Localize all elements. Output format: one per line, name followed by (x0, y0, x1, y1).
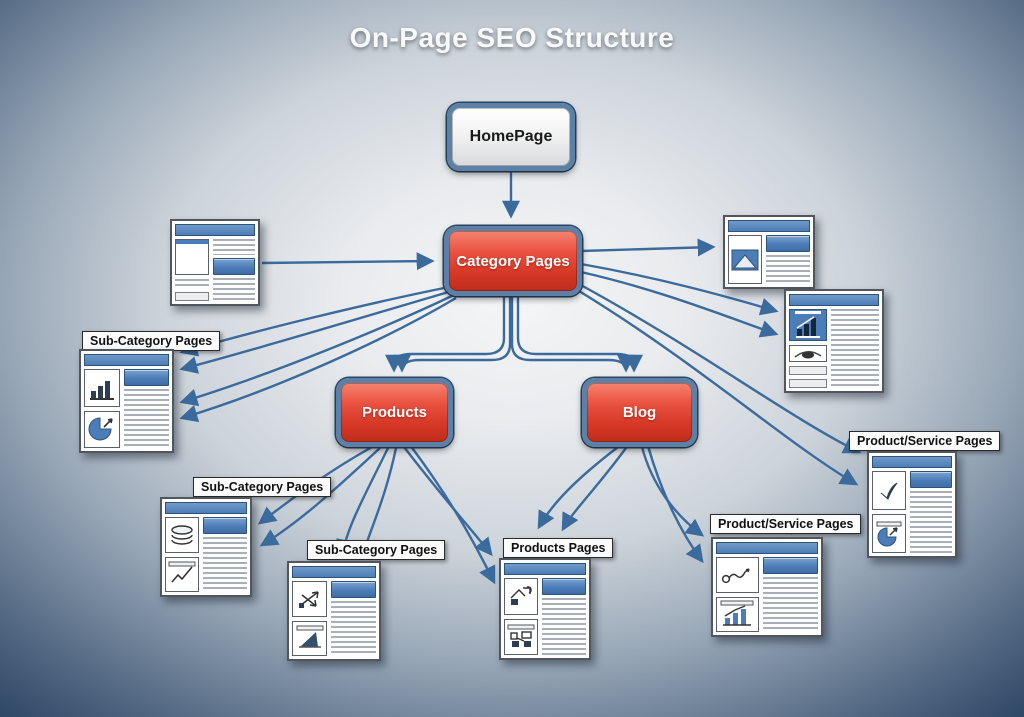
node-products-label: Products (361, 404, 427, 421)
node-products: Products (336, 378, 453, 447)
page-header-bar (872, 456, 952, 468)
page-button (542, 578, 586, 595)
node-homepage-label: HomePage (469, 128, 553, 145)
bar-chart-icon (84, 369, 120, 407)
pie-chart-icon (84, 410, 120, 448)
bar-chart-icon (789, 309, 827, 341)
node-category-pages-label: Category Pages (456, 252, 570, 270)
page-header-bar (165, 502, 247, 514)
page-button (331, 581, 376, 598)
layers-icon (165, 517, 200, 553)
envelope-icon (728, 235, 763, 284)
pie-chart-icon (872, 514, 906, 553)
page-header-bar (504, 563, 586, 575)
bar-chart-icon (716, 596, 759, 632)
page-button (766, 235, 810, 252)
label-product-service-middle: Product/Service Pages (710, 514, 862, 534)
label-sub-category-left: Sub-Category Pages (82, 331, 221, 351)
robot-icon (504, 618, 539, 655)
node-category-pages: Category Pages (444, 226, 582, 296)
page-header-bar (716, 542, 818, 554)
page-button (762, 557, 818, 574)
line-chart-icon (165, 556, 200, 592)
squiggle-chart-icon (716, 557, 759, 593)
node-blog-label: Blog (622, 404, 657, 421)
page-thumbnail-product-service-right (867, 451, 957, 558)
page-thumbnail-top-right (723, 215, 815, 289)
page-thumbnail-right-middle (784, 289, 884, 393)
page-thumbnail-product-service-middle (711, 537, 823, 637)
label-products-pages: Products Pages (503, 538, 614, 558)
node-homepage: HomePage (447, 103, 575, 171)
node-blog: Blog (582, 378, 697, 447)
eye-icon (789, 345, 827, 362)
page-button (203, 517, 247, 534)
page-thumbnail-products-pages (499, 558, 591, 660)
page-title: On-Page SEO Structure (349, 22, 675, 53)
page-thumbnail-sub-category-bottom-left (160, 497, 252, 597)
check-icon (872, 471, 906, 510)
page-button (909, 471, 952, 488)
sketch-icon (504, 578, 539, 615)
label-sub-category-middle: Sub-Category Pages (307, 540, 446, 560)
page-thumbnail-top-left (170, 219, 260, 306)
line-chart-icon (292, 620, 328, 656)
label-sub-category-bottom-left: Sub-Category Pages (193, 477, 332, 497)
page-thumbnail-sub-category-left (79, 349, 174, 453)
page-thumbnail-sub-category-middle (287, 561, 381, 661)
page-header-bar (728, 220, 810, 232)
page-header-bar (789, 294, 879, 306)
label-product-service-right: Product/Service Pages (849, 431, 1001, 451)
page-header-bar (292, 566, 376, 578)
image-placeholder-icon (175, 239, 209, 275)
page-header-bar (84, 354, 169, 366)
page-button (123, 369, 169, 386)
scatter-arrow-icon (292, 581, 328, 617)
page-button (212, 258, 255, 275)
page-header-bar (175, 224, 255, 236)
